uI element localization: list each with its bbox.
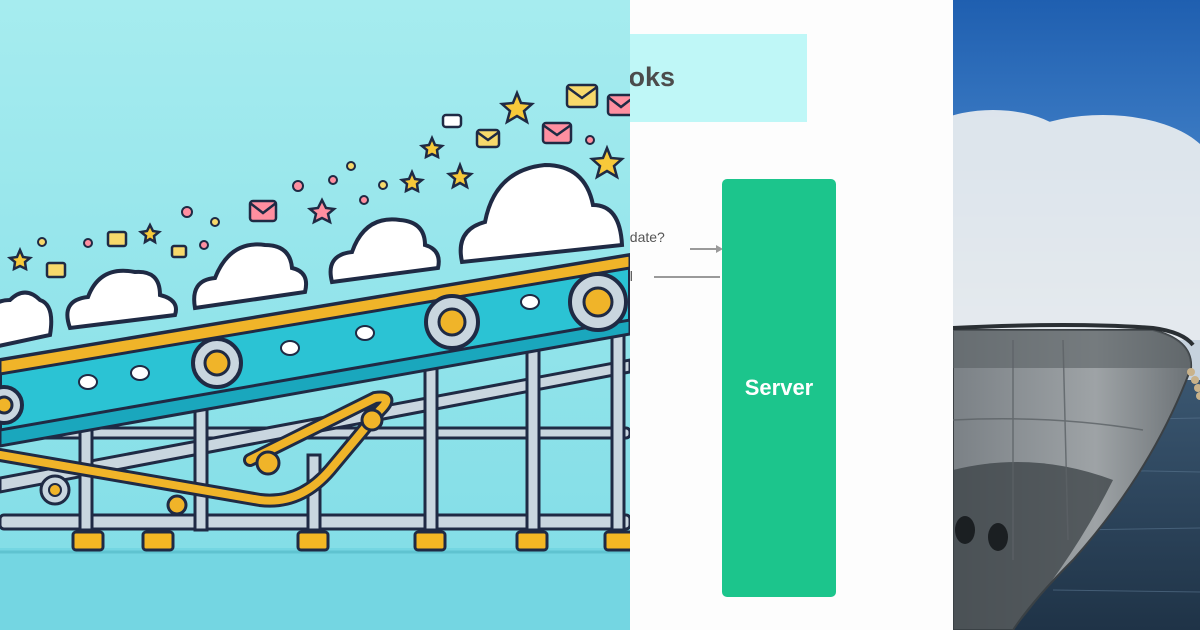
gear-wheel-icon: [39, 474, 71, 506]
envelope-icon: [106, 230, 128, 248]
star-icon: [588, 144, 626, 180]
cloud-icon: [65, 268, 178, 331]
star-icon: [498, 89, 536, 125]
arrow-line-update: [690, 248, 718, 250]
gear-wheel-icon: [166, 494, 188, 516]
envelope-icon: [170, 244, 188, 259]
envelope-icon: [475, 128, 501, 149]
server-label: Server: [744, 375, 814, 400]
cloud-icon: [0, 290, 54, 348]
envelope-icon: [541, 121, 573, 145]
diagram-title: ooks: [630, 62, 676, 92]
diagram-panel: ooks pdate? ol Server: [630, 0, 953, 630]
envelope-icon: [45, 261, 67, 279]
gear-wheel-icon: [568, 272, 628, 332]
cloud-bank: [953, 110, 1200, 340]
arrow-head-icon: [716, 245, 723, 253]
envelope-icon: [248, 199, 278, 223]
conveyor-scene: [0, 0, 630, 630]
arrow-label-update: pdate?: [630, 229, 665, 245]
star-icon: [6, 246, 34, 272]
title-box: [630, 34, 807, 122]
ground: [0, 548, 630, 630]
deck-edge: [953, 323, 1195, 347]
conveyor-illustration: [0, 0, 630, 630]
star-icon: [445, 161, 475, 190]
ship-scene: [953, 0, 1200, 630]
gear-wheel-icon: [191, 337, 243, 389]
gear-wheel-icon: [424, 294, 480, 350]
lower-belt: [0, 393, 391, 505]
arrow-label-poll: ol: [630, 268, 633, 284]
confetti-dots: [37, 135, 595, 250]
gear-wheel-icon: [255, 450, 281, 476]
ship-photo: [953, 0, 1200, 630]
anchor-chain: [1187, 368, 1200, 400]
envelope-icon: [606, 93, 630, 117]
cloud-icon: [458, 162, 625, 265]
star-icon: [306, 197, 338, 225]
envelope-icon: [441, 113, 463, 129]
server-box: Server: [722, 179, 836, 597]
belt-gold-rim: [0, 253, 630, 376]
star-icon: [398, 168, 426, 194]
gear-wheel-icon: [360, 408, 384, 432]
star-icon: [418, 134, 446, 160]
gear-wheel-icon: [0, 385, 24, 425]
belt-holes: [78, 294, 540, 390]
arrow-line-poll: [654, 276, 720, 278]
star-icon: [138, 222, 162, 245]
envelope-icon: [565, 83, 599, 109]
porthole-icon: [955, 516, 1008, 551]
frame-feet: [71, 530, 630, 552]
cloud-icon: [192, 242, 309, 311]
cloud-icon: [328, 217, 441, 285]
